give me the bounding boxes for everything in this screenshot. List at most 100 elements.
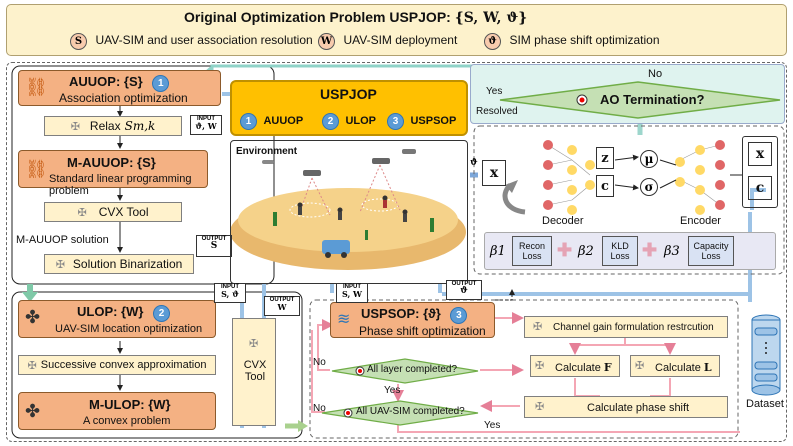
layers-icon: ≋ [337, 311, 351, 328]
auuop-input-val: ϑ, W [195, 121, 217, 131]
uspsop-output-box: OUTPUT ϑ [446, 280, 482, 300]
all-layer-label: All layer completed? [367, 364, 458, 375]
wrench-icon: ✠ [27, 359, 37, 372]
no-label-2: No [313, 403, 326, 414]
auuop-input-label: INPUT [197, 116, 215, 122]
uspjop-item-1: 1 AUUOP [240, 111, 303, 130]
vae-x-left: x [482, 160, 506, 186]
ao-diamond [499, 81, 781, 119]
ao-resolved-label: Resolved [476, 106, 518, 117]
wrench-icon: ✠ [249, 338, 259, 350]
vae-decoder-label: Decoder [542, 215, 584, 227]
auuop-title: AUUOP: {S} 1 [69, 74, 170, 92]
uspjop-item-3-num: 3 [387, 113, 404, 130]
ulop-box: ✤ ULOP: {W} 2 UAV-SIM location optimizat… [18, 300, 216, 338]
ulop-cvx-label: CVX Tool [243, 359, 267, 383]
link-icon-2: ⛓ [25, 159, 48, 179]
sca-label: Successive convex approximation [40, 359, 207, 371]
header-title-vars: {S, W, ϑ} [454, 10, 528, 26]
wrench-icon: ✠ [535, 401, 545, 413]
ao-no-label: No [648, 68, 663, 80]
ulop-output-val: W [277, 302, 287, 312]
wrench-icon: ✠ [77, 206, 87, 219]
auuop-output-box: OUTPUT S [196, 235, 232, 257]
auuop-input-box: INPUT ϑ, W [190, 115, 222, 135]
calc-l-label: Calculate L [655, 361, 712, 374]
decoder-network-icon [543, 140, 595, 215]
dataset-cylinder-icon [751, 314, 781, 396]
auuop-output-label: OUTPUT [201, 236, 227, 242]
legend-label-w: UAV-SIM deployment [343, 33, 458, 47]
calc-f-box: ✠ Calculate F [530, 355, 620, 377]
beta3-label: β3 [664, 244, 680, 259]
binarization-label: Solution Binarization [72, 257, 183, 271]
uspsop-input-label: INPUT [343, 284, 361, 290]
wrench-icon: ✠ [635, 360, 645, 372]
uspjop-item-1-label: AUUOP [263, 115, 304, 127]
environment-illustration [230, 149, 466, 270]
beta2-label: β2 [578, 244, 594, 259]
uspsop-input-val: S, W [341, 289, 363, 299]
yes-label-2: Yes [484, 420, 501, 431]
all-uav-diamond [321, 400, 479, 426]
header-title: Original Optimization Problem USPJOP: {S… [184, 9, 528, 26]
dataset-label: Dataset [746, 398, 784, 410]
wrench-icon: ✠ [70, 120, 80, 133]
legend-item-w: W UAV-SIM deployment [318, 31, 457, 50]
uspsop-output-label: OUTPUT [451, 281, 477, 287]
plus-icon: ✚ [642, 240, 658, 260]
auuop-box: ⛓ AUUOP: {S} 1 Association optimization [18, 70, 221, 106]
uspsop-box: ≋ USPSOP: {ϑ} 3 Phase shift optimization [330, 302, 495, 338]
uspsop-subtitle: Phase shift optimization [359, 324, 486, 338]
environment-label: Environment [236, 146, 298, 157]
m-ulop-title: M-ULOP: {W} [89, 397, 171, 412]
uspjop-item-1-num: 1 [240, 113, 257, 130]
gain-label: Channel gain formulation restrcution [553, 322, 714, 333]
relax-label: Relax [89, 119, 121, 133]
uspjop-panel: USPJOP 1 AUUOP 2 ULOP 3 USPSOP [230, 80, 468, 136]
yes-label-1: Yes [384, 385, 401, 396]
outer-frame [6, 62, 787, 442]
gain-box: ✠ Channel gain formulation restrcution [524, 316, 728, 338]
legend-symbol-w: W [318, 33, 335, 50]
calc-phase-label: Calculate phase shift [587, 402, 690, 414]
uspsop-title: USPSOP: {ϑ} 3 [361, 306, 468, 324]
ulop-num-badge: 2 [153, 305, 171, 322]
cvx-box: ✠ CVX Tool [44, 202, 182, 222]
m-auuop-solution-label: M-AUUOP solution [16, 234, 109, 246]
calc-phase-box: ✠ Calculate phase shift [524, 396, 728, 418]
calc-l-box: ✠ Calculate L [630, 355, 720, 377]
vae-mu-circle: μ [640, 150, 658, 168]
link-icon: ⛓ [25, 77, 48, 97]
plus-icon: ✚ [557, 240, 573, 260]
wrench-icon: ✠ [533, 321, 543, 333]
cvx-label: CVX Tool [98, 205, 149, 219]
calc-l-var: L [703, 361, 712, 374]
ulop-title: ULOP: {W} 2 [77, 304, 171, 322]
m-auuop-subtitle: Standard linear programming problem [49, 173, 192, 197]
ao-label: AO Termination? [600, 92, 705, 107]
header-legend: S UAV-SIM and user association resolutio… [70, 31, 770, 50]
ulop-input-label: INPUT [221, 284, 239, 290]
legend-symbol-s: S [70, 33, 87, 50]
auuop-subtitle: Association optimization [59, 91, 188, 105]
vae-z-box: z [596, 147, 614, 169]
calc-f-var: F [603, 361, 612, 374]
no-label-1: No [313, 357, 326, 368]
uspsop-input-box: INPUT S, W [336, 283, 368, 303]
ulop-cvx-box: CVX Tool ✠ [232, 318, 276, 426]
binarization-box: ✠ Solution Binarization [44, 254, 194, 274]
beta1-label: β1 [490, 244, 506, 259]
uspjop-title: USPJOP [320, 86, 377, 102]
ulop-output-box: OUTPUT W [264, 296, 300, 316]
encoder-network-icon [675, 140, 725, 215]
ulop-input-val: S, ϑ [221, 289, 239, 299]
all-uav-label: All UAV-SIM completed? [356, 406, 465, 417]
m-ulop-box: ✤ M-ULOP: {W} A convex problem [18, 392, 216, 430]
m-auuop-box: ⛓ M-AUUOP: {S} Standard linear programmi… [18, 150, 208, 197]
vae-sigma-circle: σ [640, 178, 658, 196]
relax-var: Sm,k [124, 119, 156, 133]
ulop-output-label: OUTPUT [269, 297, 295, 303]
header-banner [6, 4, 787, 56]
